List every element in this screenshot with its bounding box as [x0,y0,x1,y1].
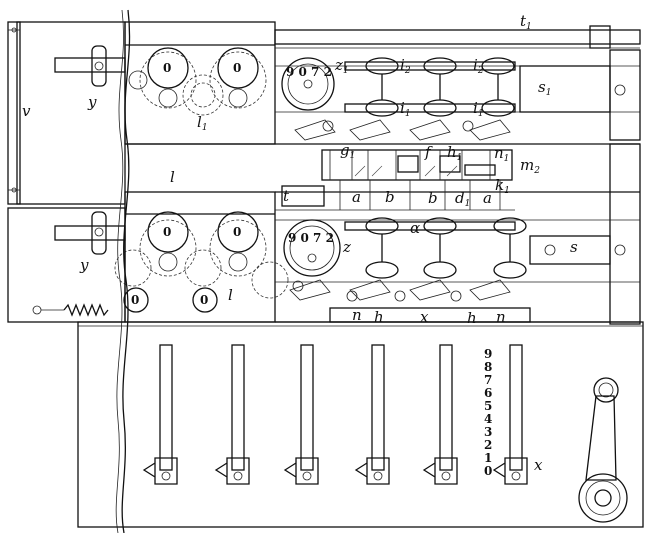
label-i1-b: i1 [473,99,484,119]
upper-counter-casing [124,21,276,145]
counter-digit-middle-2: 0 [233,225,241,239]
counter-digit-lower-2: 0 [200,293,208,307]
setting-slider[interactable] [422,344,458,485]
scale-digit: 9 [484,347,492,361]
scale-digit: 0 [484,464,492,478]
label-h1: h1 [447,143,462,163]
crank-handle[interactable] [578,377,628,523]
star-wheel-upper [281,57,335,111]
scale-digit: 6 [484,386,492,400]
label-z: z [342,238,351,256]
scale-digit: 4 [484,412,492,426]
top-rail-t1 [274,25,641,49]
label-l1: l1 [197,113,208,133]
label-alpha: α [410,219,420,237]
shaft-y-upper [54,45,126,87]
label-t1: t1 [520,12,532,32]
scale-digit: 8 [484,360,492,374]
label-f: f [424,143,433,161]
label-h-left: h [374,308,384,326]
counter-digit-middle-1: 0 [163,225,171,239]
scale-digit: 1 [484,451,492,465]
scale-digit: 2 [484,438,492,452]
middle-shaft-assembly [275,143,641,325]
label-z1: z1 [334,56,349,76]
label-y-mid: y [79,256,89,274]
label-b-left: b [385,188,395,206]
break-line [121,9,131,533]
label-l-low: l [228,286,233,304]
label-t: t [283,187,290,205]
label-x-mid: x [420,308,429,326]
scale-digit: 3 [484,425,492,439]
label-h-right: h [467,309,477,327]
counter-digit-upper-2: 0 [233,61,241,75]
label-y-top: y [87,93,97,111]
label-x-bottom: x [534,456,543,474]
label-i2-a: i2 [400,56,411,76]
scale-digit: 7 [484,373,492,387]
label-s: s [570,238,578,256]
label-l-main: l [170,168,175,186]
upper-gear-train [275,49,641,141]
setting-slider[interactable] [142,344,178,485]
setting-slider[interactable] [214,344,250,485]
counter-digits: 0 0 0 0 0 0 9 0 7 2 9 0 7 2 [131,61,334,307]
label-a-right: a [483,189,492,207]
label-k1: k1 [495,176,510,196]
label-n1: n1 [494,144,509,164]
label-m2: m2 [520,156,540,176]
label-a-left: a [352,188,361,206]
counter-digit-lower-1: 0 [131,293,139,307]
label-v: v [22,102,31,120]
label-i1-a: i1 [400,99,411,119]
wheel-digits-upper: 9 0 7 2 [286,65,332,79]
counter-digit-upper-1: 0 [163,61,171,75]
scale-digit: 5 [484,399,492,413]
wheel-digits-lower: 9 0 7 2 [288,231,334,245]
label-i2-b: i2 [473,56,484,76]
label-b-right: b [428,189,438,207]
label-n-left: n [352,306,362,324]
setting-panel [77,321,644,528]
star-wheel-lower [283,219,341,277]
setting-slider[interactable] [354,344,390,485]
label-n-right: n [496,308,506,326]
setting-sliders [142,344,528,485]
setting-slider[interactable] [492,344,528,485]
lower-left-frame [7,207,126,323]
setting-slider[interactable] [283,344,319,485]
label-s1: s1 [538,78,551,98]
